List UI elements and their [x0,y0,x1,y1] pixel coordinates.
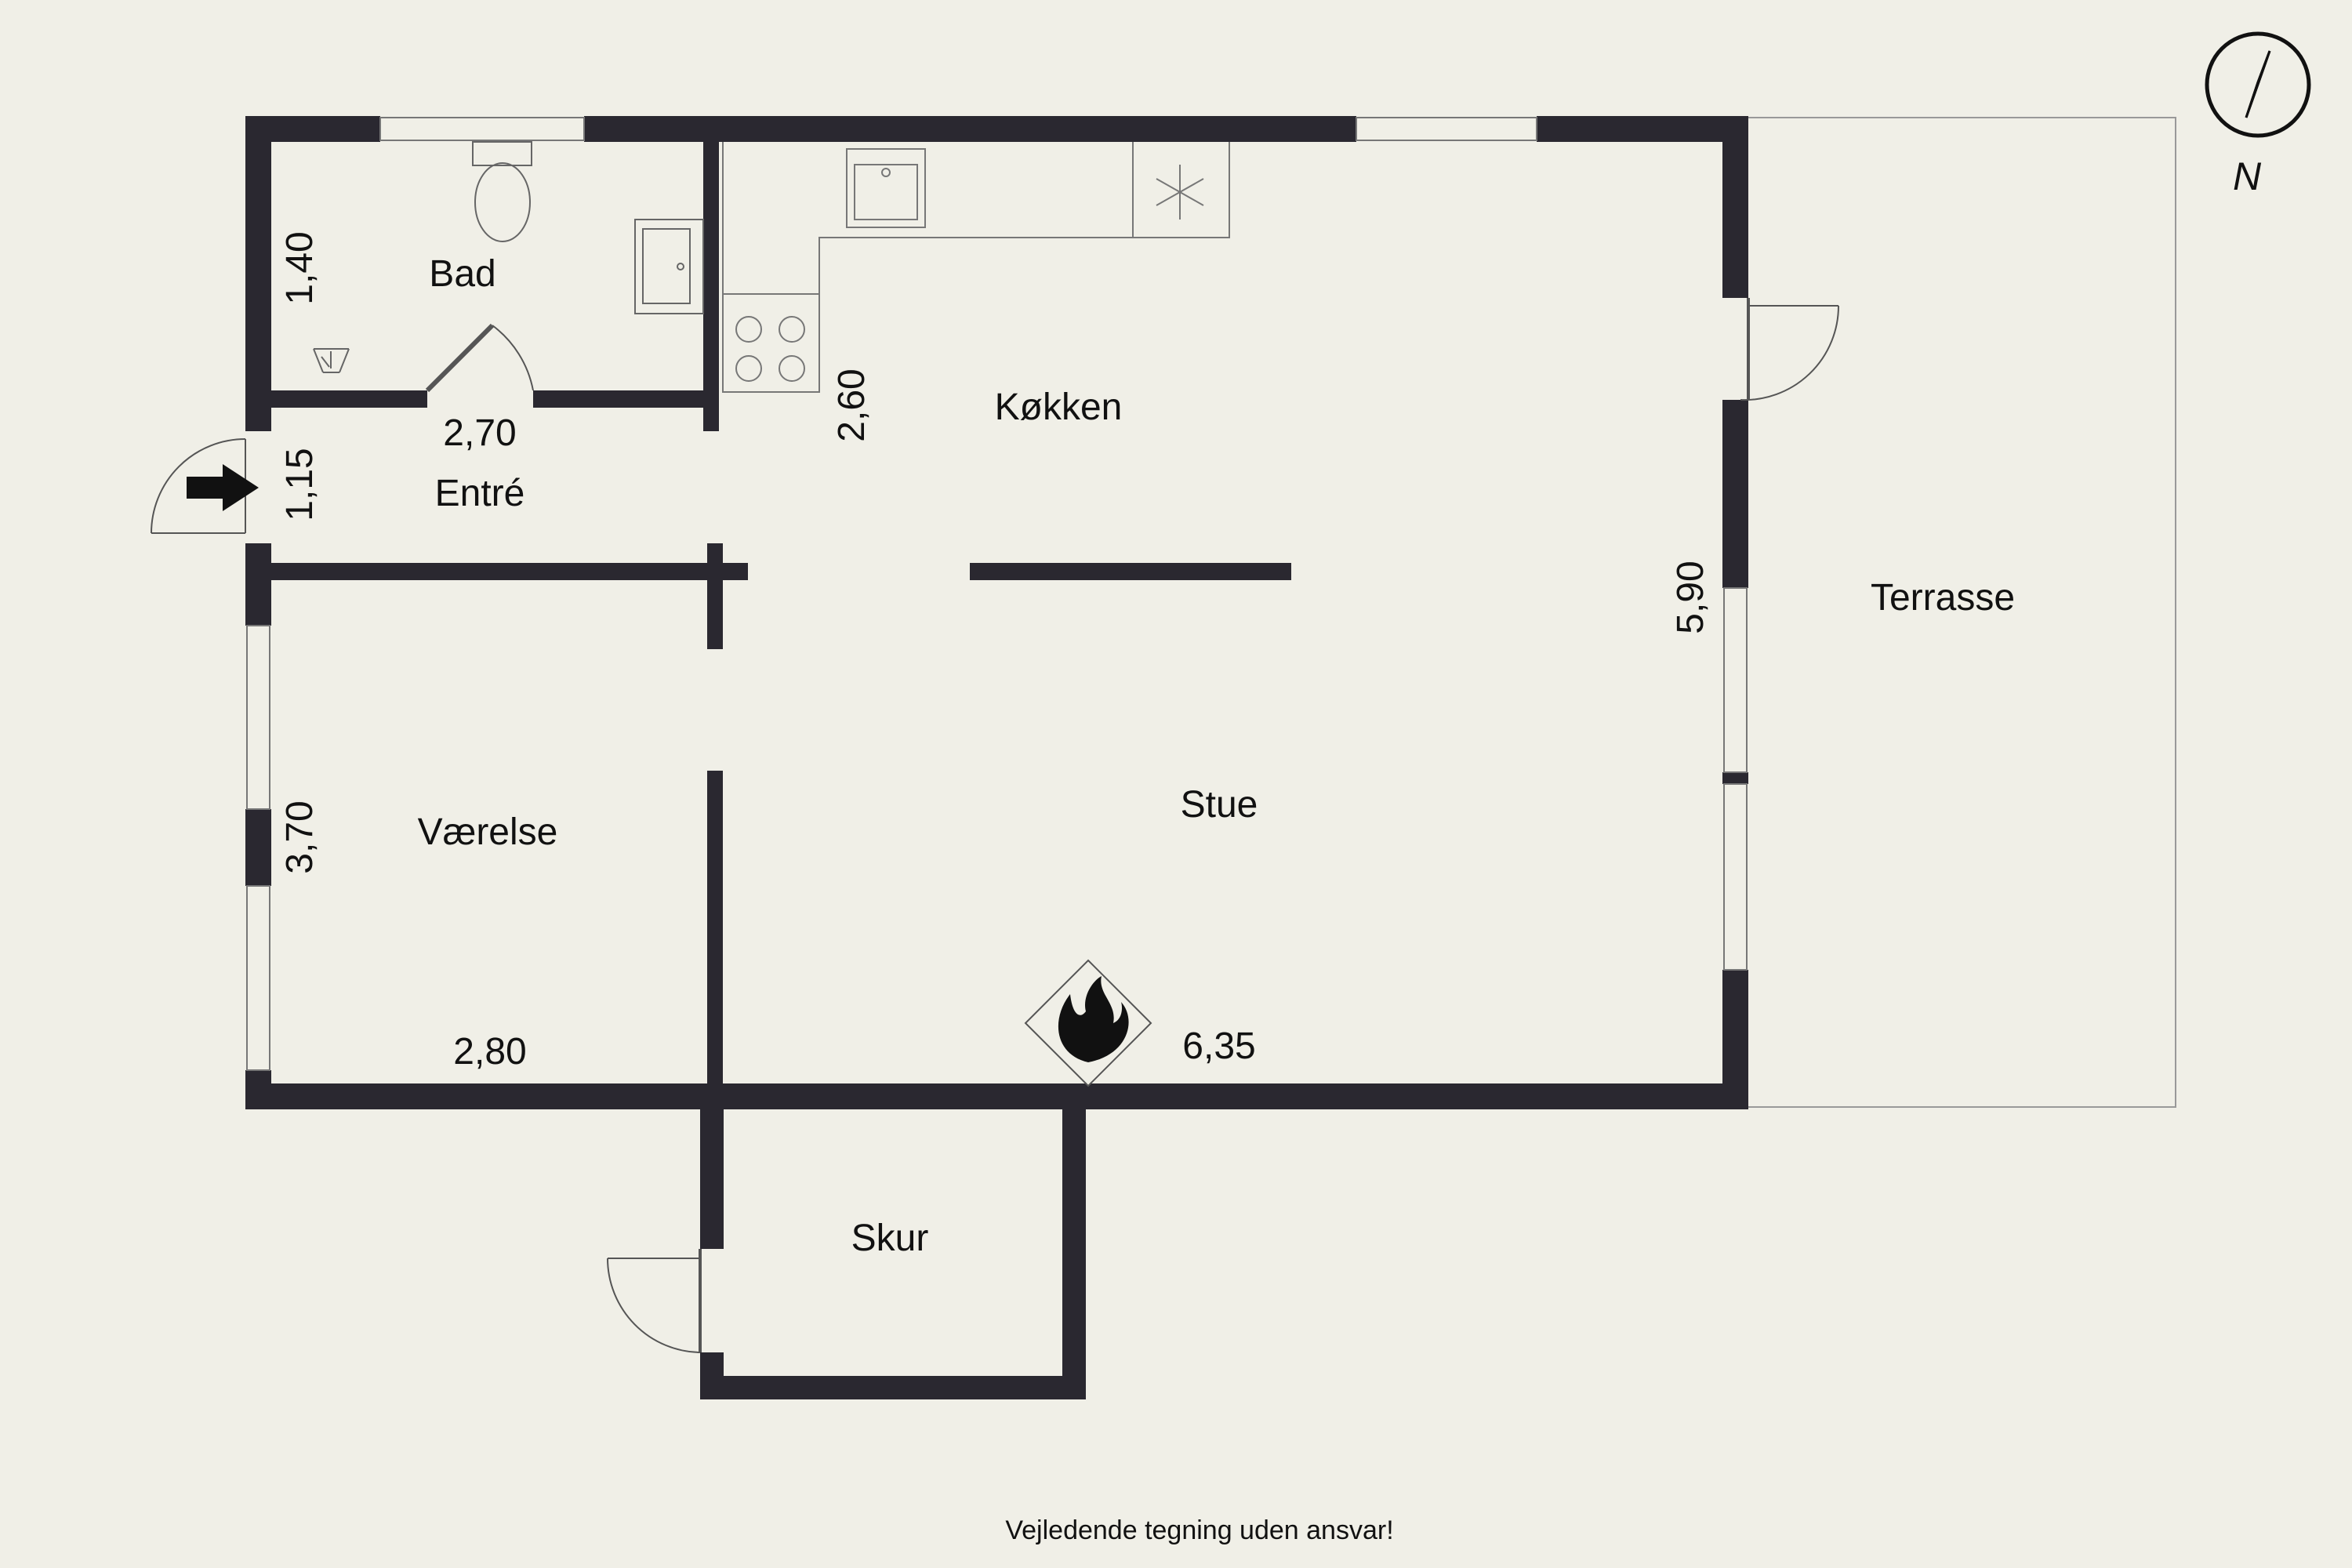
shower-icon [313,348,350,373]
room-label-entre: Entré [435,473,525,514]
doors [151,298,1840,1353]
terrace-door[interactable] [1740,298,1840,401]
dim-stue-width: 6,35 [1182,1025,1255,1067]
dim-bad-height: 1,40 [279,231,321,304]
room-label-skur: Skur [851,1218,929,1259]
dim-vaerelse-width: 2,80 [453,1031,526,1073]
stove-icon [735,316,805,382]
shed-door[interactable] [607,1249,702,1353]
footer-disclaimer: Vejledende tegning uden ansvar! [1005,1515,1393,1545]
entry-arrow-icon [187,464,259,511]
freezer-icon [1156,165,1204,220]
dim-bad-width: 2,70 [443,412,516,454]
dim-kokken-height: 2,60 [831,368,873,441]
bathroom-fixtures [313,141,704,373]
room-label-stue: Stue [1181,784,1258,826]
bathroom-door[interactable] [425,323,534,393]
room-label-vaerelse: Værelse [418,811,558,853]
walls [245,116,1748,1399]
dim-vaerelse-height: 3,70 [279,800,321,873]
windows [246,117,1748,1071]
room-label-terrasse: Terrasse [1871,577,2015,619]
terrace-outline [1748,117,2176,1108]
compass-icon [2205,31,2311,138]
room-label-bad: Bad [429,253,495,295]
sink-icon [846,148,926,228]
compass-label: N [2233,154,2262,198]
sink-icon [634,219,704,314]
dimension-labels: 2,70 2,80 6,35 1,40 1,15 2,60 5,90 3,70 [279,231,1711,1073]
room-label-kokken: Køkken [995,387,1123,428]
dim-entre-height: 1,15 [279,448,321,521]
dim-house-height: 5,90 [1670,561,1711,633]
toilet-icon [472,141,532,242]
room-labels: Bad Entré Køkken Værelse Stue Terrasse S… [418,253,2015,1259]
fireplace-icon [1024,959,1152,1087]
kitchen-fixtures [722,142,1230,393]
